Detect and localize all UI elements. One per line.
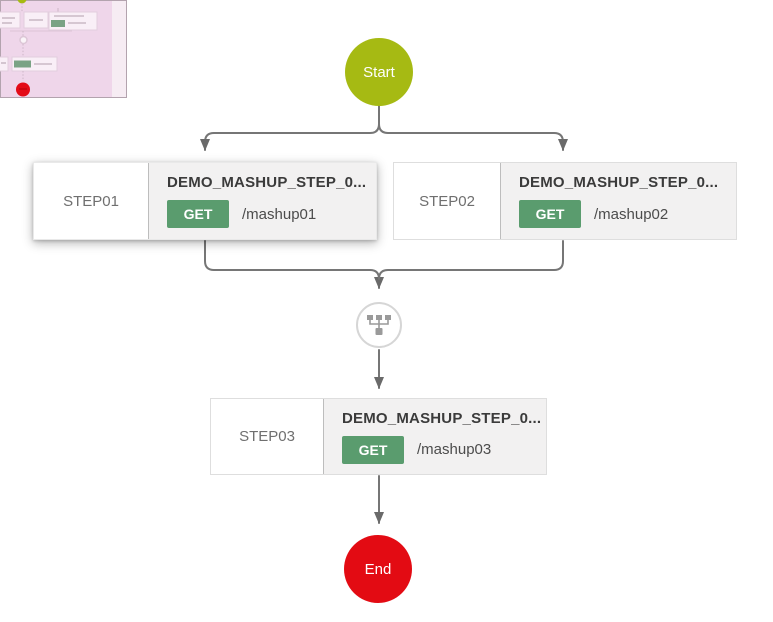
endpoint-path: /mashup03 xyxy=(417,441,492,458)
minimap-step3-row xyxy=(0,56,58,72)
end-node-label: End xyxy=(364,560,392,578)
step-request-row: GET /mashup03 xyxy=(342,435,546,464)
step-request-row: GET /mashup01 xyxy=(167,200,376,228)
step-detail-cell: DEMO_MASHUP_STEP_0... GET /mashup01 xyxy=(149,163,376,239)
edge-start-step01 xyxy=(200,105,380,151)
minimap-graphic xyxy=(0,0,127,98)
minimap-step-row xyxy=(0,11,98,31)
step-node-step02[interactable]: STEP02 DEMO_MASHUP_STEP_0... GET /mashup… xyxy=(393,162,737,240)
step-node-step01[interactable]: STEP01 DEMO_MASHUP_STEP_0... GET /mashup… xyxy=(33,162,377,240)
step-title: DEMO_MASHUP_STEP_0... xyxy=(167,174,367,191)
step-detail-cell: DEMO_MASHUP_STEP_0... GET /mashup03 xyxy=(324,399,546,474)
step-name-cell: STEP02 xyxy=(394,163,501,239)
start-node-label: Start xyxy=(363,63,395,81)
step-request-row: GET /mashup02 xyxy=(519,200,736,228)
step-node-step03[interactable]: STEP03 DEMO_MASHUP_STEP_0... GET /mashup… xyxy=(210,398,547,475)
minimap[interactable] xyxy=(0,0,127,98)
http-method-badge: GET xyxy=(519,200,581,228)
minimap-start-node xyxy=(17,0,27,4)
step-name-cell: STEP03 xyxy=(211,399,324,474)
end-node[interactable]: End xyxy=(344,535,412,603)
endpoint-path: /mashup02 xyxy=(594,205,669,223)
edge-step01-join xyxy=(204,240,384,289)
step-title: DEMO_MASHUP_STEP_0... xyxy=(342,409,542,427)
edge-start-step02 xyxy=(378,105,568,151)
merge-icon xyxy=(367,314,391,335)
minimap-method-badge xyxy=(51,20,65,27)
http-method-badge: GET xyxy=(342,435,404,464)
edge-step02-join xyxy=(378,240,564,280)
join-node[interactable] xyxy=(356,302,402,348)
step-title: DEMO_MASHUP_STEP_0... xyxy=(519,174,719,191)
start-node[interactable]: Start xyxy=(345,38,413,106)
minimap-join-node xyxy=(19,35,28,45)
endpoint-path: /mashup01 xyxy=(242,205,317,223)
step-detail-cell: DEMO_MASHUP_STEP_0... GET /mashup02 xyxy=(501,163,736,239)
step-name-cell: STEP01 xyxy=(34,163,149,239)
http-method-badge: GET xyxy=(167,200,229,228)
minimap-method-badge xyxy=(14,60,31,68)
